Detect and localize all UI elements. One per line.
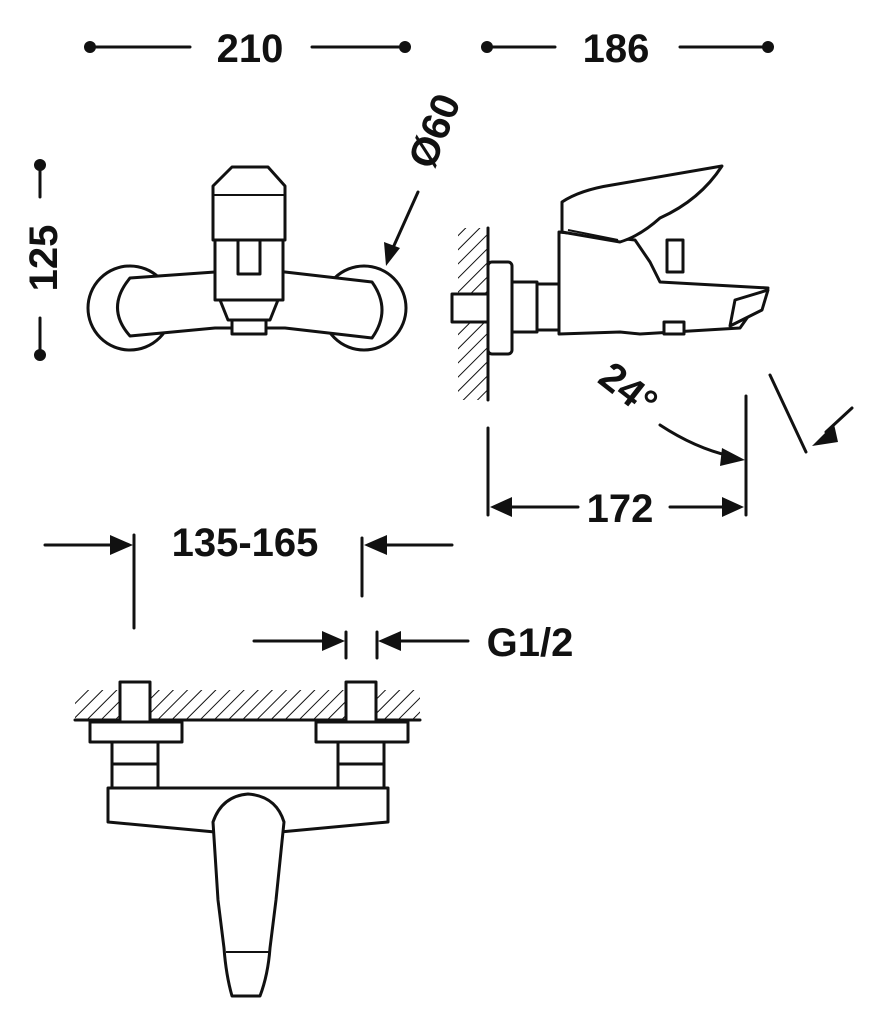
label-spout-angle: 24° [591,354,666,426]
dimension-height: 125 [22,159,66,361]
dimension-connection-thread: G1/2 [252,621,574,665]
label-width-front: 210 [217,27,284,71]
dimension-spout-angle: 24° [591,354,854,466]
label-depth-side: 186 [583,27,650,71]
label-height: 125 [22,225,66,292]
label-connection-thread: G1/2 [487,621,574,665]
label-rosette-diameter: Ø60 [400,88,469,175]
dimension-centers: 135-165 [43,521,454,630]
right-wall-connector [344,680,378,724]
dimension-depth-side: 186 [481,27,774,71]
lever-top [211,792,286,998]
label-spout-reach: 172 [587,487,654,531]
left-rosette-top [88,720,184,744]
lever-side [560,164,724,244]
right-rosette-top [314,720,410,744]
spout-outlet [218,298,280,322]
dimension-width-front: 210 [84,27,411,71]
spout-tip [728,288,770,328]
front-view-mixer [86,165,408,352]
dimension-rosette-diameter: Ø60 [384,88,470,266]
dimension-spout-reach: 172 [486,394,748,531]
diverter-knob [665,238,685,274]
rosette-side [486,260,514,356]
lever-head [211,165,287,242]
side-view-mixer [450,164,770,402]
label-centers: 135-165 [172,521,319,565]
left-wall-connector [118,680,152,724]
top-view-mixer [73,680,422,998]
